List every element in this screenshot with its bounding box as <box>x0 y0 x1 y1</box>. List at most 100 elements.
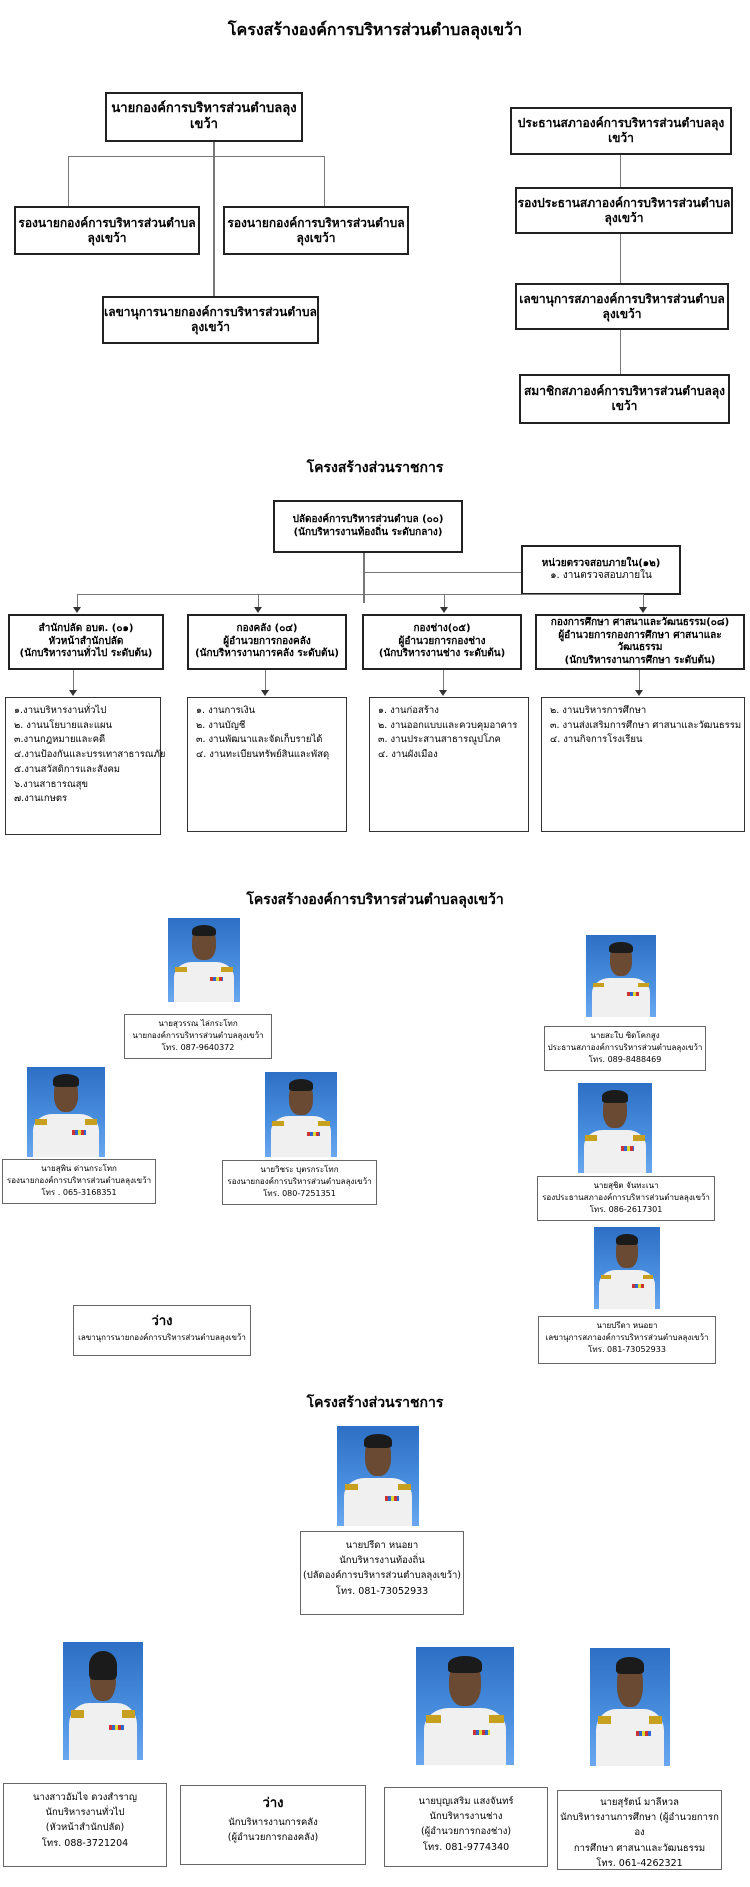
deputy2-photo <box>265 1072 337 1157</box>
person-phone: โทร. 061-4262321 <box>596 1857 683 1869</box>
mayor-card: นายสุวรรณ ไล่กระโทก นายกองค์การบริหารส่ว… <box>124 1014 272 1059</box>
person-name: นายปรีดา หนอยา <box>345 1540 419 1551</box>
gov-branch-line <box>77 594 643 595</box>
council-connector <box>620 155 621 385</box>
deputy-mayor-2-box: รองนายกองค์การบริหารส่วนตำบลลุงเขว้า <box>223 206 409 255</box>
task-item: ๒. งานนโยบายและแผน <box>14 719 113 731</box>
person-phone: โทร. 088-3721204 <box>41 1837 129 1849</box>
deputy2-card: นายวิชระ บุตรกระโทก รองนายกองค์การบริหาร… <box>222 1160 377 1205</box>
chief-admin-card: นายปรีดา หนอยา นักบริหารงานท้องถิ่น (ปลั… <box>300 1531 464 1615</box>
chief-admin-title: ปลัดองค์การบริหารส่วนตำบล (๐๐) <box>292 514 444 525</box>
division-rank: (นักบริหารงานการคลัง ระดับต้น) <box>195 648 339 660</box>
person-name: นายสุวรรณ ไล่กระโทก <box>158 1019 238 1028</box>
task-item: ๓. งานส่งเสริมการศึกษา ศาสนาและวัฒนธรรม <box>550 719 742 731</box>
person-title: นักบริหารงานช่าง <box>429 1811 503 1823</box>
person-phone: โทร. 081-73052933 <box>335 1585 429 1597</box>
person-position: (ผู้อำนวยการกองช่าง) <box>420 1826 512 1838</box>
task-item: ๓.งานกฎหมายและคดี <box>14 734 106 746</box>
staff3-photo <box>416 1647 514 1765</box>
person-position: (หัวหน้าสำนักปลัด) <box>45 1822 125 1834</box>
division-title: กองช่าง(๐๕) <box>413 623 471 635</box>
person-name: นายปรีดา หนอยา <box>596 1321 658 1330</box>
task-item: ๔. งานทะเบียนทรัพย์สินและพัสดุ <box>196 749 330 761</box>
internal-audit-box: หน่วยตรวจสอบภายใน(๑๒) ๑. งานตรวจสอบภายใน <box>521 545 681 595</box>
deputy-mayor-1-box: รองนายกองค์การบริหารส่วนตำบลลุงเขว้า <box>14 206 200 255</box>
task-drop-2 <box>265 670 266 692</box>
mayor-secretary-box: เลขานุการนายกองค์การบริหารส่วนตำบลลุงเขว… <box>102 296 319 344</box>
mayor-box: นายกองค์การบริหารส่วนตำบลลุงเขว้า <box>105 92 303 142</box>
person-title: นักบริหารงานการศึกษา (ผู้อำนวยการกอง <box>560 1812 719 1839</box>
person-position: การศึกษา ศาสนาและวัฒนธรรม <box>573 1842 706 1854</box>
council-secretary-card: นายปรีดา หนอยา เลขานุการสภาองค์การบริหาร… <box>538 1316 716 1364</box>
gov-trunk <box>363 553 365 603</box>
task-item: ๑. งานก่อสร้าง <box>378 705 439 716</box>
task-item: ๗.งานเกษตร <box>14 793 68 805</box>
branch-drop-3 <box>444 594 445 608</box>
internal-audit-task: ๑. งานตรวจสอบภายใน <box>550 570 652 581</box>
chief-admin-box: ปลัดองค์การบริหารส่วนตำบล (๐๐) (นักบริหา… <box>273 500 463 553</box>
task-arrow-1 <box>69 690 77 696</box>
division-title: กองคลัง (๐๔) <box>236 623 298 635</box>
division-rank: (นักบริหารงานการศึกษา ระดับต้น) <box>564 654 716 666</box>
person-title: นักบริหารงานท้องถิ่น <box>339 1555 425 1567</box>
division-head: ผู้อำนวยการกองคลัง <box>223 635 311 647</box>
branch-arrow-2 <box>254 607 262 613</box>
deputy1-photo <box>27 1067 105 1157</box>
person-name: นายสุพิน ด่านกระโทก <box>41 1164 117 1173</box>
person-name: นายสุรัตน์ มาลีหวล <box>600 1797 679 1808</box>
council-chair-card: นายสะใบ ซิดโคกสูง ประธานสภาองค์การบริหาร… <box>544 1026 706 1071</box>
council-vice-card: นายสุชิต จันทะเนา รองประธานสภาองค์การบริ… <box>537 1176 715 1221</box>
person-name: นายบุญเสริม แสงจันทร์ <box>418 1796 514 1807</box>
branch-drop-1 <box>77 594 78 608</box>
person-position: (ปลัดองค์การบริหารส่วนตำบลลุงเขว้า) <box>303 1570 462 1582</box>
task-item: ๓. งานประสานสาธารณูปโภค <box>378 734 501 746</box>
person-title: นักบริหารงานการคลัง <box>228 1816 318 1828</box>
division-box-1: สำนักปลัด อบต. (๐๑) หัวหน้าสำนักปลัด (นั… <box>8 614 164 670</box>
exec-hline <box>68 156 325 157</box>
council-member-box: สมาชิกสภาองค์การบริหารส่วนตำบลลุงเขว้า <box>519 374 730 424</box>
staff4-card: นายสุรัตน์ มาลีหวล นักบริหารงานการศึกษา … <box>557 1790 722 1870</box>
task-item: ๕.งานสวัสดิการและสังคม <box>14 763 121 775</box>
division-title: กองการศึกษา ศาสนาและวัฒนธรรม(๐๘) <box>550 617 730 628</box>
staff2-card: ว่าง นักบริหารงานการคลัง (ผู้อำนวยการกอง… <box>180 1785 366 1865</box>
person-phone: โทร. 080-7251351 <box>263 1189 336 1198</box>
division-rank: (นักบริหารงานช่าง ระดับต้น) <box>378 648 506 660</box>
task-item: ๒. งานออกแบบและควบคุมอาคาร <box>378 719 518 731</box>
task-list-4: ๒. งานบริหารการศึกษา ๓. งานส่งเสริมการศึ… <box>541 697 745 832</box>
exec-connector <box>213 142 215 312</box>
person-position: รองประธานสภาองค์การบริหารส่วนตำบลลุงเขว้… <box>542 1193 710 1202</box>
task-item: ๔.งานป้องกันและบรรเทาสาธารณภัย <box>14 749 166 761</box>
person-phone: โทร. 086-2617301 <box>589 1205 663 1214</box>
chief-admin-rank: (นักบริหารงานท้องถิ่น ระดับกลาง) <box>293 526 443 538</box>
branch-arrow-4 <box>639 607 647 613</box>
task-list-1: ๑.งานบริหารงานทั่วไป ๒. งานนโยบายและแผน … <box>5 697 166 835</box>
gov-structure-title: โครงสร้างส่วนราชการ <box>306 460 444 476</box>
division-head: ผู้อำนวยการกองช่าง <box>398 635 486 647</box>
internal-audit-title: หน่วยตรวจสอบภายใน(๑๒) <box>541 557 661 569</box>
division-rank: (นักบริหารงานทั่วไป ระดับต้น) <box>19 648 153 660</box>
person-name: นายสะใบ ซิดโคกสูง <box>590 1031 660 1040</box>
mayor-photo <box>168 918 240 1002</box>
person-phone: โทร. 087-9640372 <box>161 1043 235 1052</box>
task-arrow-4 <box>635 690 643 696</box>
task-item: ๒. งานบริหารการศึกษา <box>550 705 647 716</box>
person-name: นางสาวอัมไจ ดวงสำราญ <box>32 1792 138 1803</box>
council-vice-photo <box>578 1083 652 1173</box>
task-item: ๒. งานบัญชี <box>196 719 246 731</box>
person-position: ประธานสภาองค์การบริหารส่วนตำบลลุงเขว้า <box>547 1043 703 1052</box>
person-position: (ผู้อำนวยการกองคลัง) <box>227 1831 319 1843</box>
staff4-photo <box>590 1648 670 1766</box>
staff3-card: นายบุญเสริม แสงจันทร์ นักบริหารงานช่าง (… <box>384 1787 548 1867</box>
task-drop-4 <box>639 670 640 692</box>
task-arrow-3 <box>439 690 447 696</box>
division-box-4: กองการศึกษา ศาสนาและวัฒนธรรม(๐๘) ผู้อำนว… <box>535 614 745 670</box>
person-phone: โทร. 089-8488469 <box>588 1055 662 1064</box>
council-chair-box: ประธานสภาองค์การบริหารส่วนตำบลลุงเขว้า <box>510 107 732 155</box>
division-head: หัวหน้าสำนักปลัด <box>48 635 124 647</box>
task-drop-3 <box>443 670 444 692</box>
person-position: รองนายกองค์การบริหารส่วนตำบลลุงเขว้า <box>227 1177 372 1186</box>
council-vice-box: รองประธานสภาองค์การบริหารส่วนตำบลลุงเขว้… <box>515 187 733 234</box>
vacant-label: ว่าง <box>262 1796 284 1811</box>
vacant-secretary-card: ว่าง เลขานุการนายกองค์การบริหารส่วนตำบลล… <box>73 1305 251 1356</box>
task-item: ๖.งานสาธารณสุข <box>14 778 88 790</box>
